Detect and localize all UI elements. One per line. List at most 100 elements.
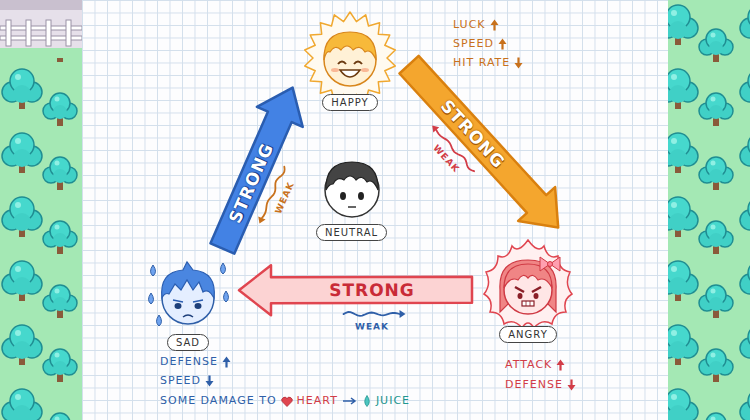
- circle-part: [325, 163, 379, 217]
- arrow-shape: [515, 58, 523, 69]
- rect-part: [46, 20, 51, 46]
- path-part: [149, 293, 154, 304]
- ellipse-part: [518, 293, 523, 299]
- arrow-shape: [222, 357, 230, 368]
- stat-down-arrow: [205, 375, 214, 387]
- ellipse-part: [340, 192, 346, 200]
- path-part: [326, 162, 378, 190]
- strong-arrow: [239, 265, 472, 315]
- rect-part: [26, 20, 31, 46]
- ellipse-part: [195, 303, 202, 309]
- rect-part: [0, 0, 82, 10]
- stat-text: HEART: [297, 394, 338, 408]
- stat-text: ATTACK: [505, 358, 552, 372]
- weak-label: WEAK: [430, 143, 461, 176]
- stat-row: SPEED: [453, 37, 507, 51]
- emotion-label: SAD: [167, 334, 209, 351]
- strength-label: STRONG: [329, 280, 415, 300]
- arrow-shape: [206, 376, 214, 387]
- rect-part: [0, 48, 82, 58]
- stat-up-arrow: [490, 19, 499, 31]
- ellipse-part: [358, 192, 364, 200]
- path-part: [515, 287, 524, 292]
- stat-row: ATTACK: [505, 358, 565, 372]
- arrow-shape: [343, 398, 355, 404]
- rect-part: [522, 301, 534, 306]
- arrow-shape: [567, 380, 575, 391]
- path-part: [173, 300, 183, 302]
- stat-text: LUCK: [453, 18, 486, 32]
- right-arrow-icon: [342, 397, 358, 405]
- path-part: [340, 70, 360, 77]
- weak-label: WEAK: [355, 321, 389, 332]
- weak-label: WEAK: [273, 180, 297, 216]
- strength-label: STRONG: [225, 139, 278, 225]
- rect-part: [0, 0, 82, 420]
- heart-shape: [281, 397, 291, 406]
- emotion-node: NEUTRAL: [316, 150, 387, 241]
- stat-up-arrow: [556, 359, 565, 371]
- stat-up-arrow: [222, 356, 231, 368]
- polygon-part: [305, 12, 396, 104]
- stat-down-arrow: [514, 57, 523, 69]
- path-part: [162, 262, 215, 298]
- drop-shape: [365, 396, 370, 407]
- arrow-shape: [490, 20, 498, 31]
- emotion-label: NEUTRAL: [316, 224, 387, 241]
- path-part: [338, 62, 346, 65]
- emotion-node: ANGRY: [478, 232, 578, 343]
- rect-part: [668, 0, 750, 420]
- juice-drop-icon: [362, 395, 372, 407]
- ellipse-part: [361, 68, 369, 72]
- emotion-face: [317, 150, 387, 222]
- stat-text: SOME DAMAGE TO: [160, 394, 277, 408]
- stat-text: HIT RATE: [453, 56, 510, 70]
- stat-down-arrow: [567, 379, 576, 391]
- path-part: [348, 206, 356, 208]
- weak-arrowhead: [400, 310, 406, 318]
- stat-row: SPEED: [160, 374, 214, 388]
- stat-text: DEFENSE: [505, 378, 563, 392]
- emotion-face: [143, 254, 233, 334]
- stat-text: DEFENSE: [160, 355, 218, 369]
- path-part: [157, 315, 162, 326]
- circle-part: [548, 262, 553, 267]
- strong-arrow: [400, 56, 559, 228]
- arrow-shape: [557, 360, 565, 371]
- stat-row: LUCK: [453, 18, 499, 32]
- path-part: [224, 291, 229, 302]
- path-part: [526, 301, 530, 306]
- ellipse-part: [331, 68, 339, 72]
- emotion-label: ANGRY: [499, 326, 557, 343]
- stat-text: SPEED: [453, 37, 494, 51]
- stat-row: SOME DAMAGE TO HEART JUICE: [160, 394, 410, 408]
- strong-arrow: [211, 88, 303, 254]
- rect-part: [0, 0, 82, 56]
- rect-part: [66, 20, 71, 46]
- rect-part: [6, 20, 11, 46]
- heart-icon: [281, 396, 293, 407]
- emotion-node: SAD: [143, 254, 233, 351]
- emotion-face: [295, 4, 405, 104]
- ellipse-part: [175, 303, 182, 309]
- path-part: [183, 315, 193, 317]
- stat-row: HIT RATE: [453, 56, 523, 70]
- weak-arrow: [344, 312, 400, 316]
- path-part: [221, 263, 226, 274]
- stat-up-arrow: [498, 38, 507, 50]
- path-part: [354, 62, 362, 65]
- weak-arrowhead: [258, 216, 265, 223]
- emotion-label: HAPPY: [322, 94, 377, 111]
- emotion-node: HAPPY: [295, 4, 405, 111]
- stat-text: SPEED: [160, 374, 201, 388]
- path-part: [324, 32, 376, 60]
- stat-text: JUICE: [376, 394, 410, 408]
- path-part: [532, 287, 541, 292]
- stat-row: DEFENSE: [505, 378, 576, 392]
- path-part: [484, 240, 572, 328]
- path-part: [193, 300, 203, 302]
- stat-row: DEFENSE: [160, 355, 231, 369]
- ellipse-part: [534, 293, 539, 299]
- weak-arrowhead: [432, 126, 439, 133]
